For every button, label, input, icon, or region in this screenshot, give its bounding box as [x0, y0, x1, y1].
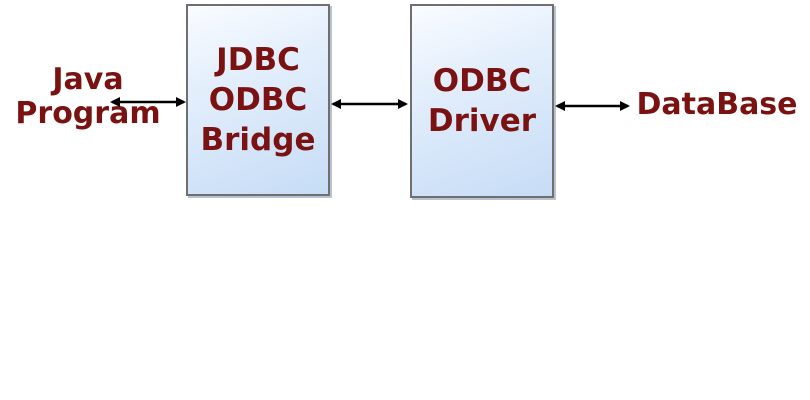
- driver-line-2: Driver: [427, 103, 537, 139]
- odbc-driver-box: ODBC Driver: [410, 4, 554, 198]
- java-program-line-1: Java: [52, 62, 124, 97]
- jdbc-odbc-bridge-box: JDBC ODBC Bridge: [186, 4, 330, 196]
- bridge-line-2: ODBC: [208, 82, 308, 118]
- database-label: DataBase: [636, 87, 798, 122]
- bridge-line-1: JDBC: [216, 42, 300, 78]
- bridge-line-3: Bridge: [200, 122, 316, 158]
- driver-line-1: ODBC: [432, 63, 532, 99]
